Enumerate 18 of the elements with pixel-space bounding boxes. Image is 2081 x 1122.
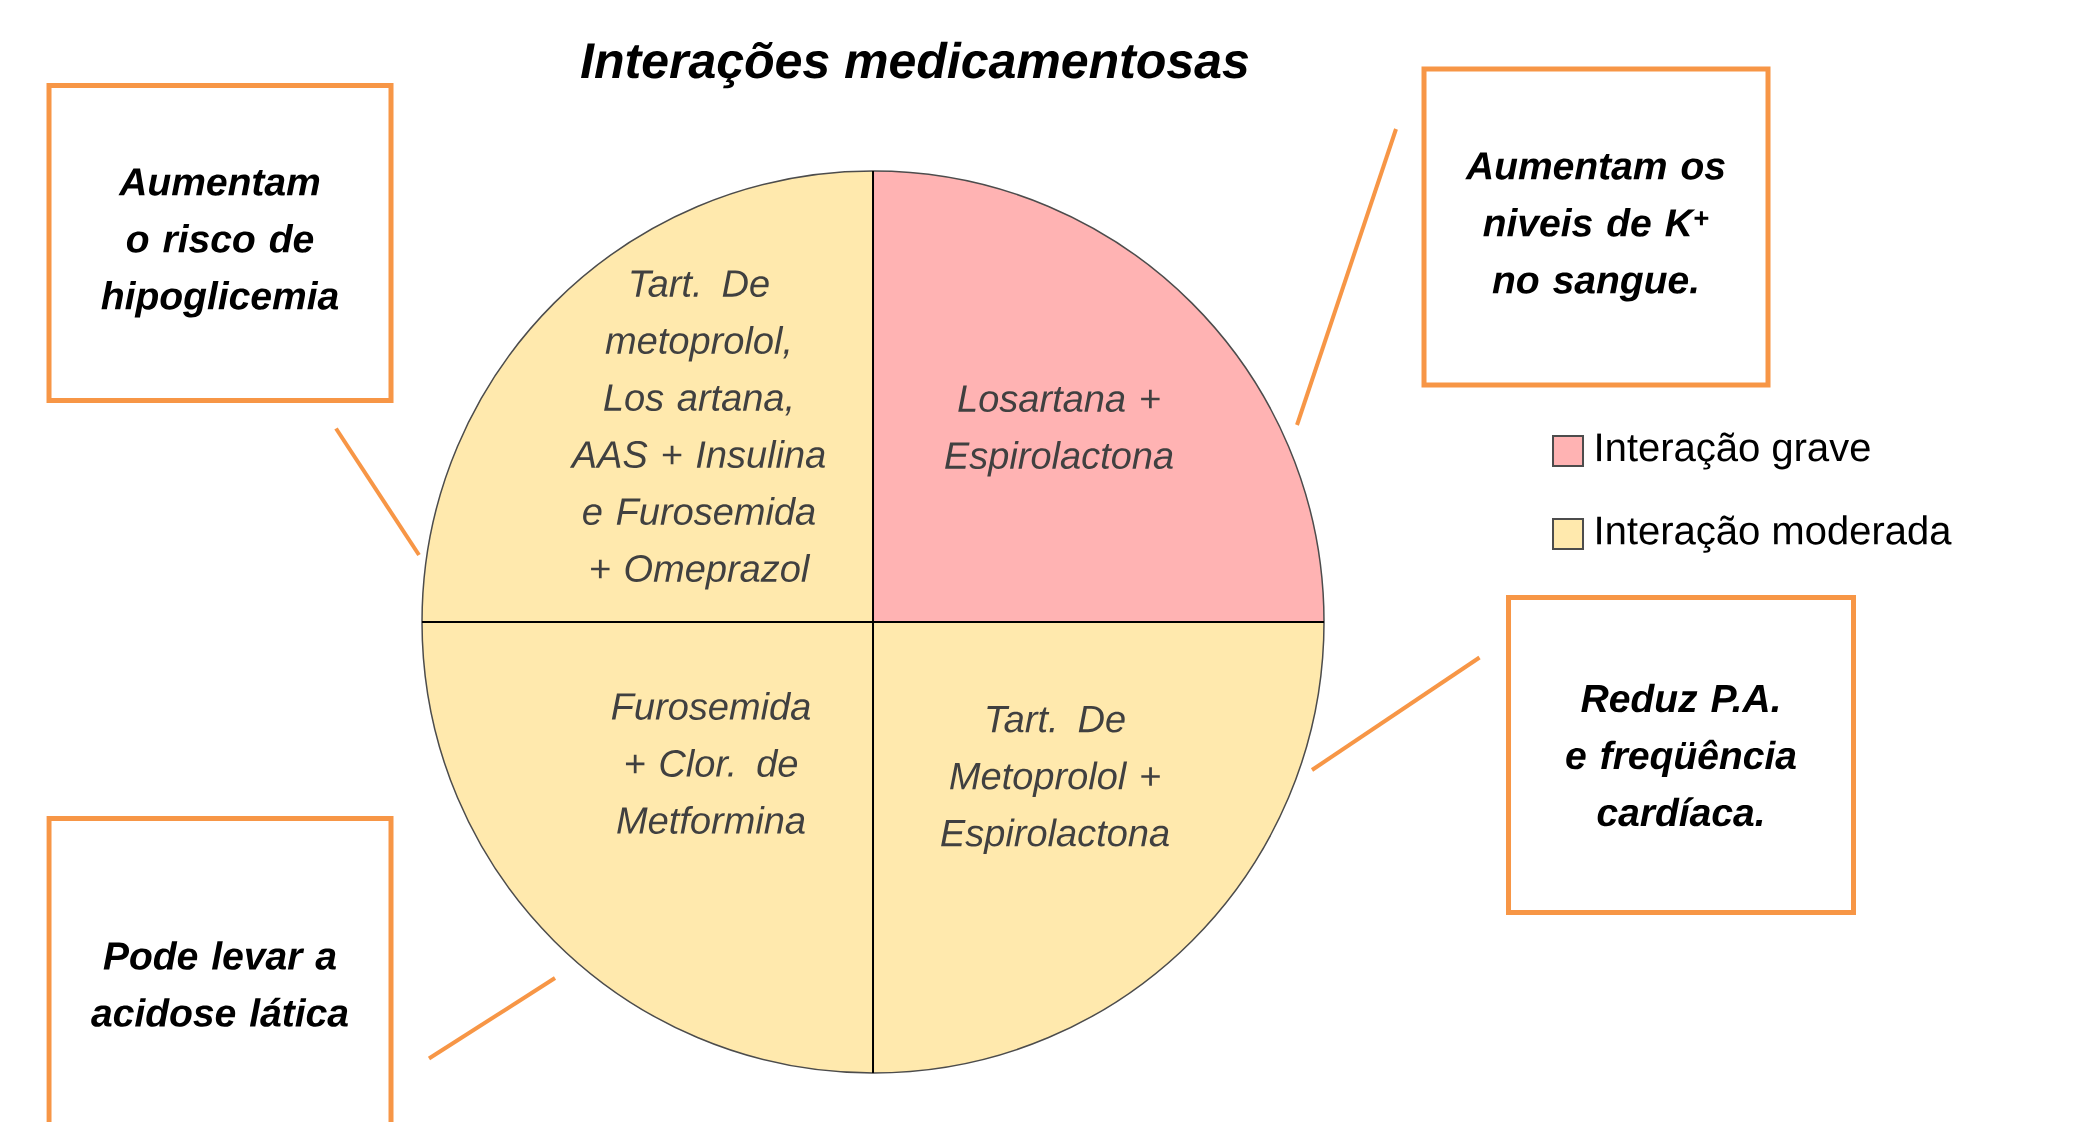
leader-line	[334, 427, 421, 557]
pie-slice: Losartana + Espirolactona	[873, 171, 1324, 622]
node-label: Furosemida + Clor. de Metformina	[611, 692, 811, 834]
pie-slice: Tart. De metoprolol, Los artana, AAS + Insulina e Furosemida + Omeprazol	[422, 171, 873, 622]
pie-slice: Furosemida + Clor. de Metformina	[422, 622, 873, 1073]
pie-slice: Tart. De Metoprolol + Espirolactona	[873, 622, 1324, 1073]
legend-label: Interação moderada	[1597, 515, 1952, 553]
leader-line	[1295, 128, 1398, 426]
leader-line	[427, 976, 557, 1061]
title: Interações medicamentosas	[581, 41, 1249, 89]
callout-box: Aumentam o risco de hipoglicemia	[46, 83, 394, 403]
node-label: Tart. De Metoprolol + Espirolactona	[941, 705, 1169, 855]
callout-box: Aumentam os niveis de K$^{+}$ no sangue.	[1421, 66, 1771, 388]
callout-box: Pode levar a acidose lática	[46, 816, 394, 1122]
node-label: Tart. De metoprolol, Los artana, AAS + Insulina e Furosemida + Omeprazol	[569, 270, 825, 590]
callout-box: Reduz P.A. e freqüência cardíaca.	[1506, 595, 1856, 915]
leader-line	[1310, 655, 1481, 772]
legend-label: Interação grave	[1597, 432, 1870, 470]
